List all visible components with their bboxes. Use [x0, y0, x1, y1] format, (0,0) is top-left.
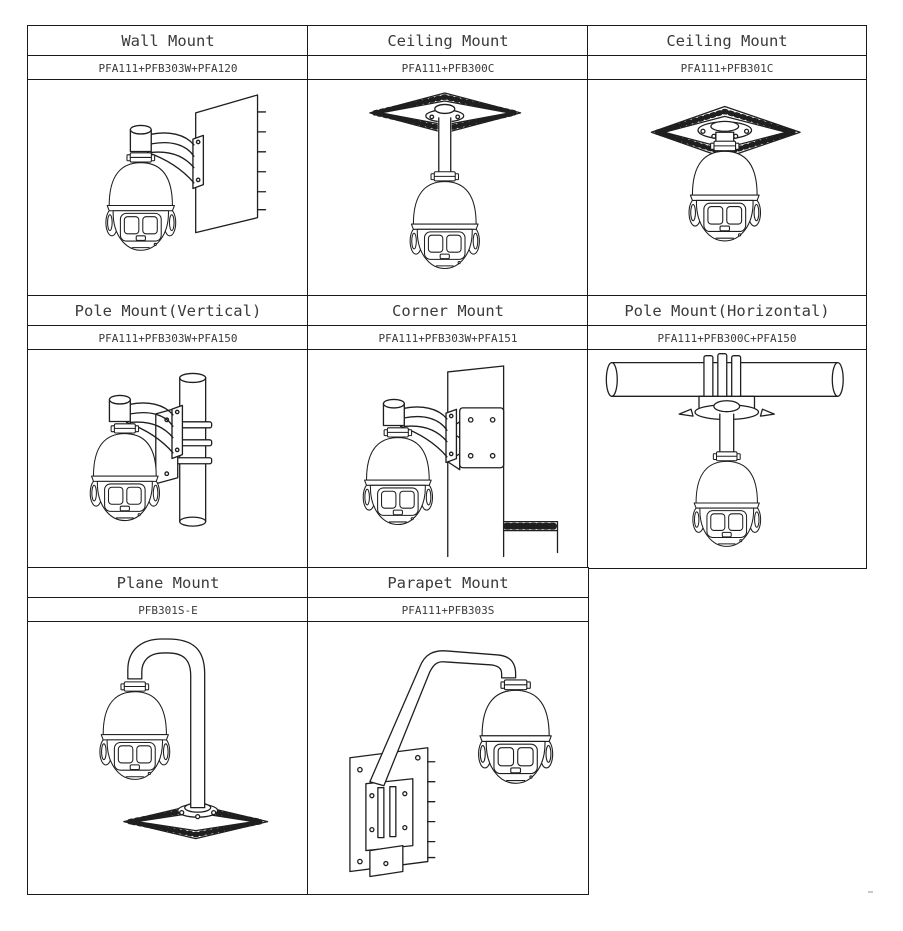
cell-title-ceiling-mount-short: Ceiling Mount [587, 25, 867, 57]
cell-parts-wall-mount: PFA111+PFB303W+PFA120 [27, 55, 309, 81]
ptz-camera [99, 681, 171, 781]
parapet-mount-diagram [349, 650, 554, 878]
cell-parts-corner-mount: PFA111+PFB303W+PFA151 [307, 325, 589, 351]
cell-parts-parapet-mount: PFA111+PFB303S [307, 597, 589, 623]
wall-mount-diagram [105, 94, 267, 252]
parapet-arm [369, 650, 517, 787]
cell-title-corner-mount: Corner Mount [307, 295, 589, 327]
pole-mount-horizontal-diagram-cell [587, 349, 867, 569]
wall-panel [195, 94, 259, 234]
ceiling-mount-short-diagram-cell [587, 79, 867, 297]
cell-title-pole-mount-horizontal: Pole Mount(Horizontal) [587, 295, 867, 327]
ptz-camera [692, 451, 762, 548]
ceiling-mount-long-diagram-cell [307, 79, 589, 297]
corner-bracket-plate [459, 407, 505, 469]
pole-mount-horizontal-diagram [605, 353, 845, 548]
cell-title-pole-mount-vertical: Pole Mount(Vertical) [27, 295, 309, 327]
pole-mount-vertical-diagram [89, 373, 213, 527]
plane-mount-diagram [99, 638, 269, 840]
ptz-camera [478, 679, 554, 785]
corner-mount-diagram-cell [307, 349, 589, 569]
cell-parts-plane-mount: PFB301S-E [27, 597, 309, 623]
ptz-camera [409, 171, 481, 270]
corner-mount-diagram [362, 365, 559, 558]
plane-mount-diagram-cell [27, 621, 309, 895]
ceiling-mount-long-diagram [369, 92, 522, 270]
ptz-camera [89, 423, 161, 522]
drop-pipe [719, 413, 735, 455]
cell-title-ceiling-mount-long: Ceiling Mount [307, 25, 589, 57]
ptz-camera [105, 152, 177, 252]
cell-parts-ceiling-mount-long: PFA111+PFB300C [307, 55, 589, 81]
ptz-camera [688, 140, 762, 242]
ceiling-mount-short-diagram [651, 106, 801, 242]
pole-strap [173, 457, 213, 465]
cell-title-plane-mount: Plane Mount [27, 567, 309, 599]
mount-options-table: Wall Mount Ceiling Mount Ceiling Mount P… [27, 25, 867, 895]
pole-mount-vertical-diagram-cell [27, 349, 309, 569]
parapet-mount-diagram-cell [307, 621, 589, 895]
cell-title-wall-mount: Wall Mount [27, 25, 309, 57]
cell-title-parapet-mount: Parapet Mount [307, 567, 589, 599]
wall-mount-diagram-cell [27, 79, 309, 297]
gooseneck-pole [127, 638, 206, 809]
ptz-camera [362, 427, 434, 526]
cell-parts-pole-mount-vertical: PFA111+PFB303W+PFA150 [27, 325, 309, 351]
drop-pipe [438, 117, 452, 174]
stray-mark [868, 891, 873, 893]
cell-parts-ceiling-mount-short: PFA111+PFB301C [587, 55, 867, 81]
cell-parts-pole-mount-horizontal: PFA111+PFB300C+PFA150 [587, 325, 867, 351]
